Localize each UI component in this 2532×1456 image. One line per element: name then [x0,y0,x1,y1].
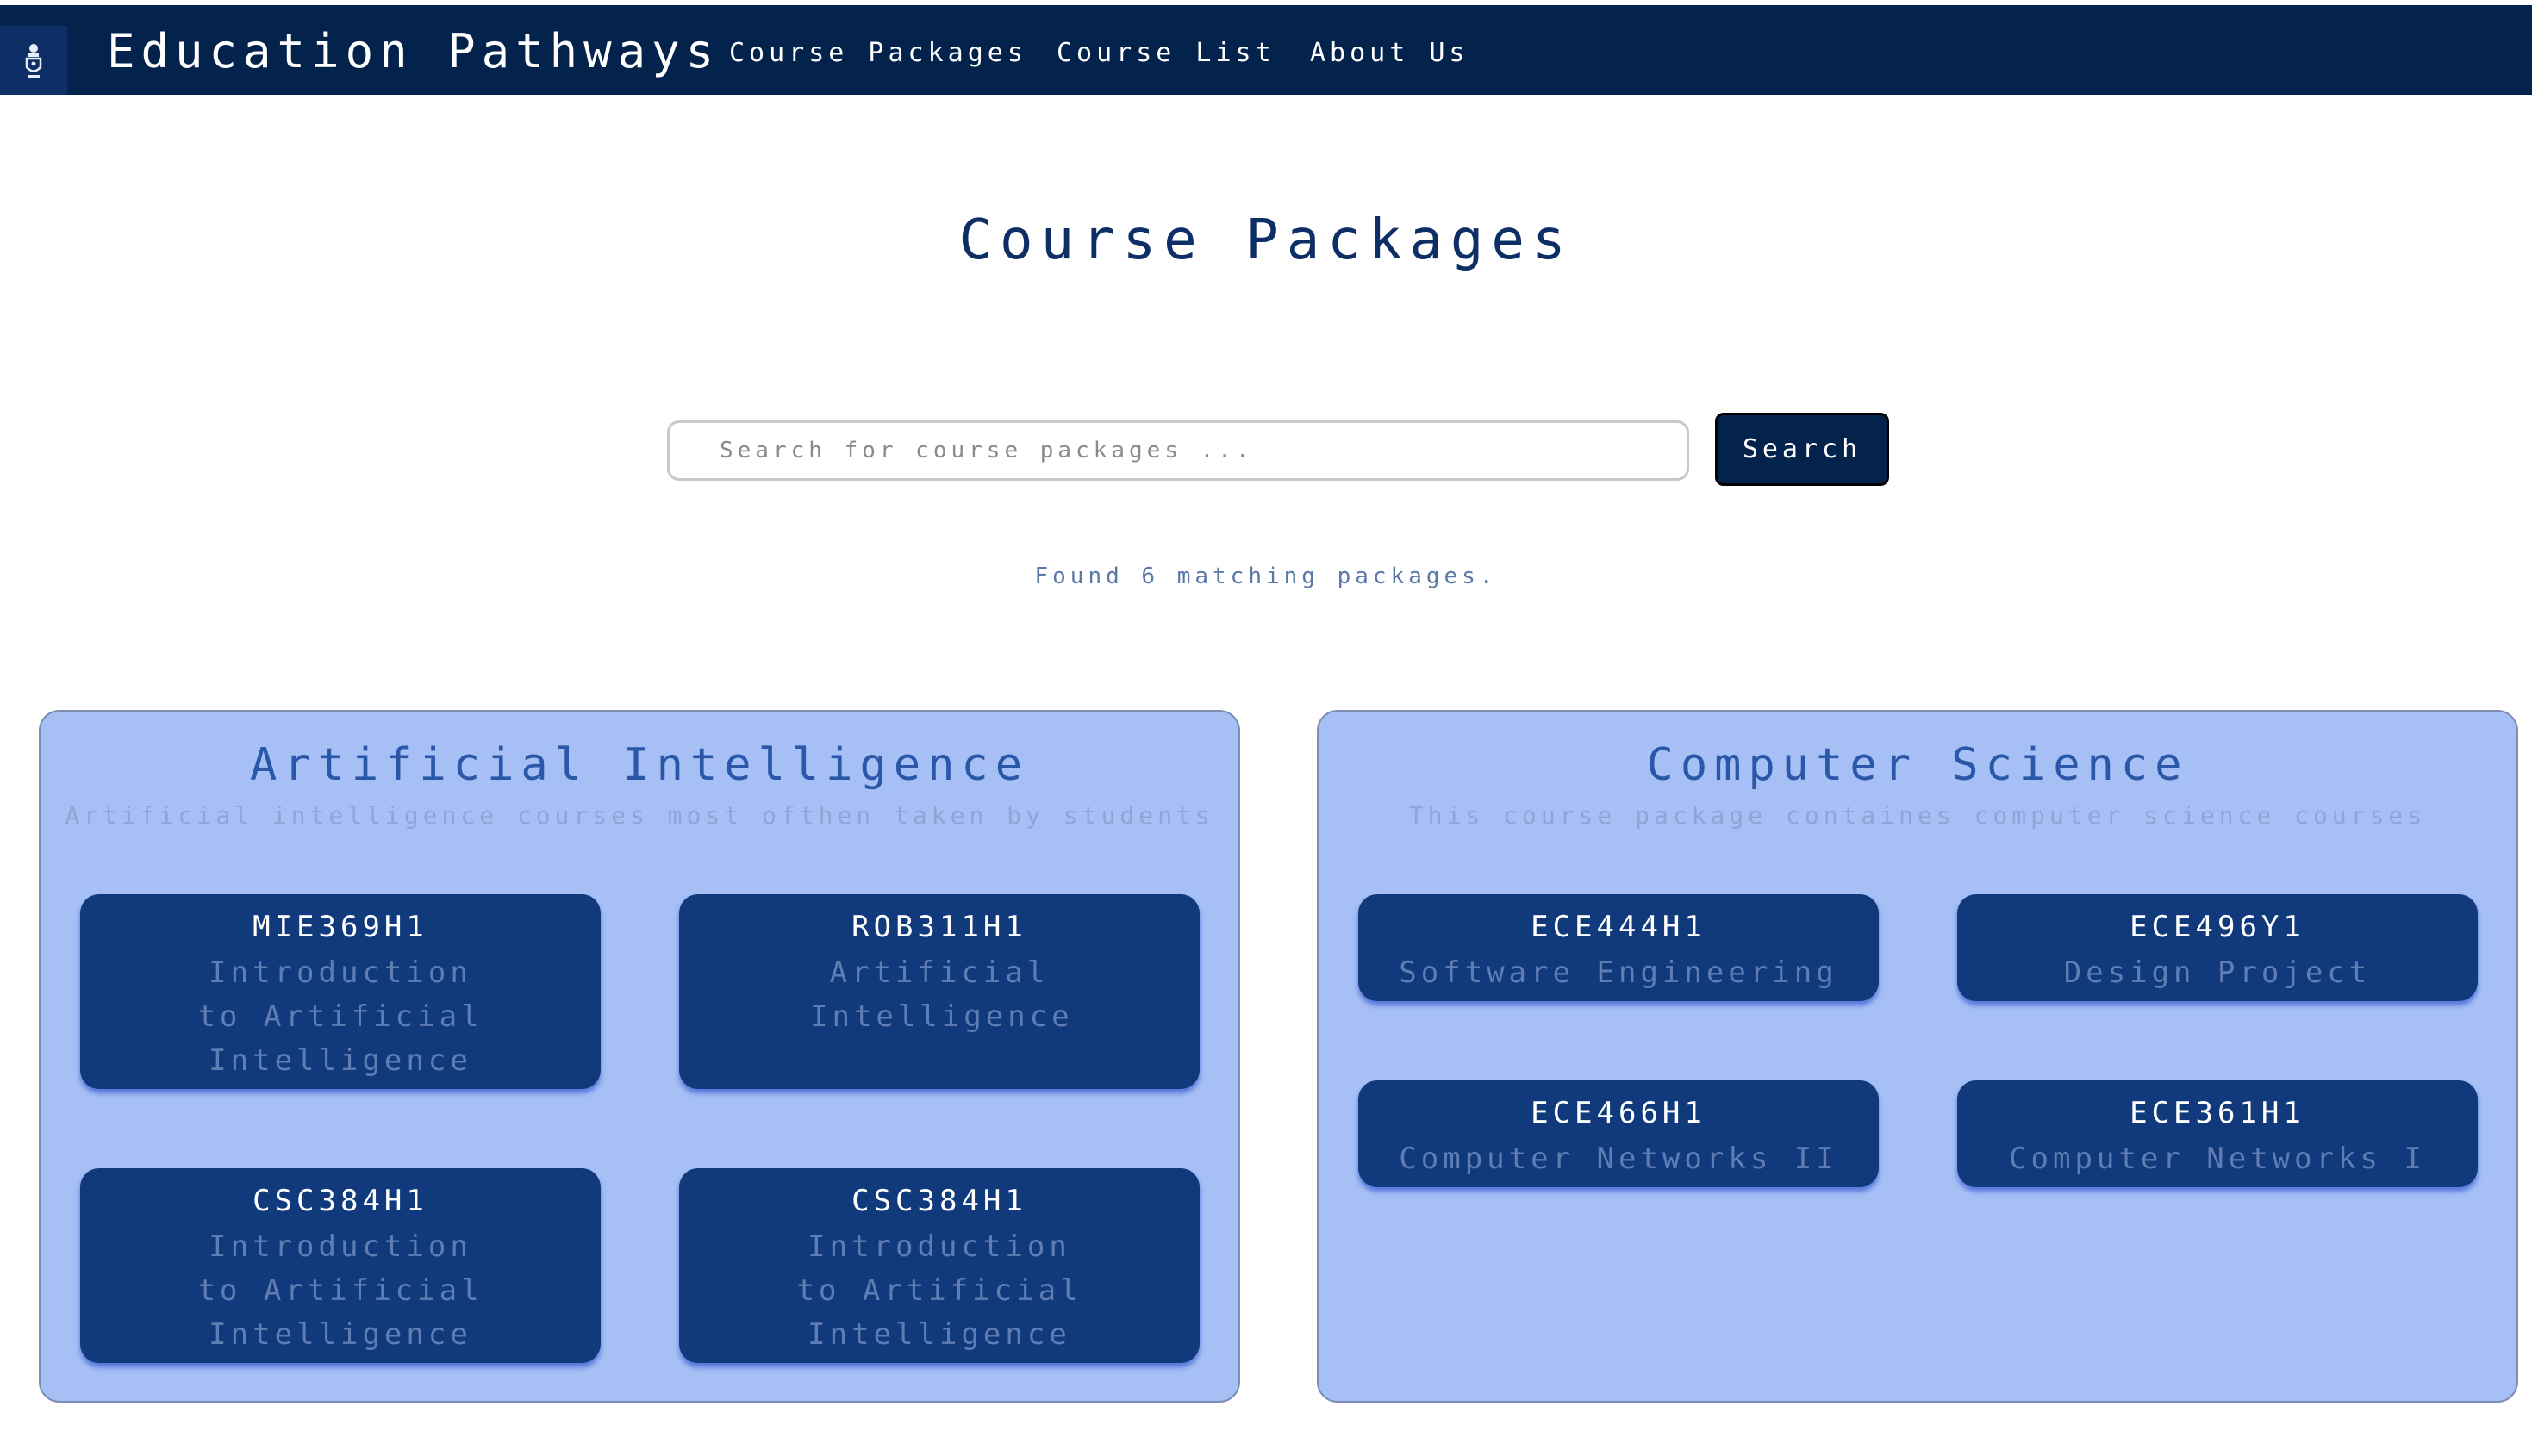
course-card-ece444h1[interactable]: ECE444H1 Software Engineering [1358,894,1879,1001]
course-card-ece466h1[interactable]: ECE466H1 Computer Networks II [1358,1080,1879,1187]
course-name: Introduction to Artificial Intelligence [796,1229,1082,1352]
top-navbar: Education Pathways Course Packages Cours… [0,5,2532,95]
nav-course-packages[interactable]: Course Packages [729,38,1027,68]
course-name: Design Project [2063,955,2372,990]
search-input[interactable] [667,420,1689,481]
university-crest-icon[interactable] [0,26,67,95]
nav-about-us[interactable]: About Us [1310,38,1469,68]
course-name: Introduction to Artificial Intelligence [197,955,483,1078]
course-code: ECE466H1 [1531,1096,1706,1130]
course-name: Computer Networks I [2009,1142,2426,1176]
course-code: MIE369H1 [253,910,428,944]
brand-title[interactable]: Education Pathways [107,24,720,78]
package-title: Artificial Intelligence [249,739,1030,791]
course-name: Artificial Intelligence [810,955,1074,1034]
course-card-rob311h1[interactable]: ROB311H1 Artificial Intelligence [679,894,1200,1089]
course-card-ece361h1[interactable]: ECE361H1 Computer Networks I [1957,1080,2478,1187]
course-code: ECE496Y1 [2130,910,2305,944]
course-name: Introduction to Artificial Intelligence [197,1229,483,1352]
search-button[interactable]: Search [1715,413,1889,486]
nav-course-list[interactable]: Course List [1057,38,1275,68]
package-description: This course package containes computer s… [1408,801,2427,830]
course-card-mie369h1[interactable]: MIE369H1 Introduction to Artificial Inte… [80,894,601,1089]
result-count: Found 6 matching packages. [1034,563,1498,589]
package-card-artificial-intelligence: Artificial Intelligence Artificial intel… [39,710,1240,1403]
course-name: Software Engineering [1399,955,1838,990]
course-code: CSC384H1 [851,1184,1027,1218]
course-code: CSC384H1 [253,1184,428,1218]
course-code: ECE444H1 [1531,910,1706,944]
course-code: ROB311H1 [851,910,1027,944]
course-card-csc384h1[interactable]: CSC384H1 Introduction to Artificial Inte… [679,1168,1200,1363]
page-title: Course Packages [958,208,1574,272]
course-card-ece496y1[interactable]: ECE496Y1 Design Project [1957,894,2478,1001]
package-card-computer-science: Computer Science This course package con… [1317,710,2518,1403]
course-code: ECE361H1 [2130,1096,2305,1130]
package-description: Artificial intelligence courses most oft… [65,801,1214,830]
course-card-csc384h1[interactable]: CSC384H1 Introduction to Artificial Inte… [80,1168,601,1363]
package-title: Computer Science [1646,739,2189,791]
course-name: Computer Networks II [1399,1142,1838,1176]
